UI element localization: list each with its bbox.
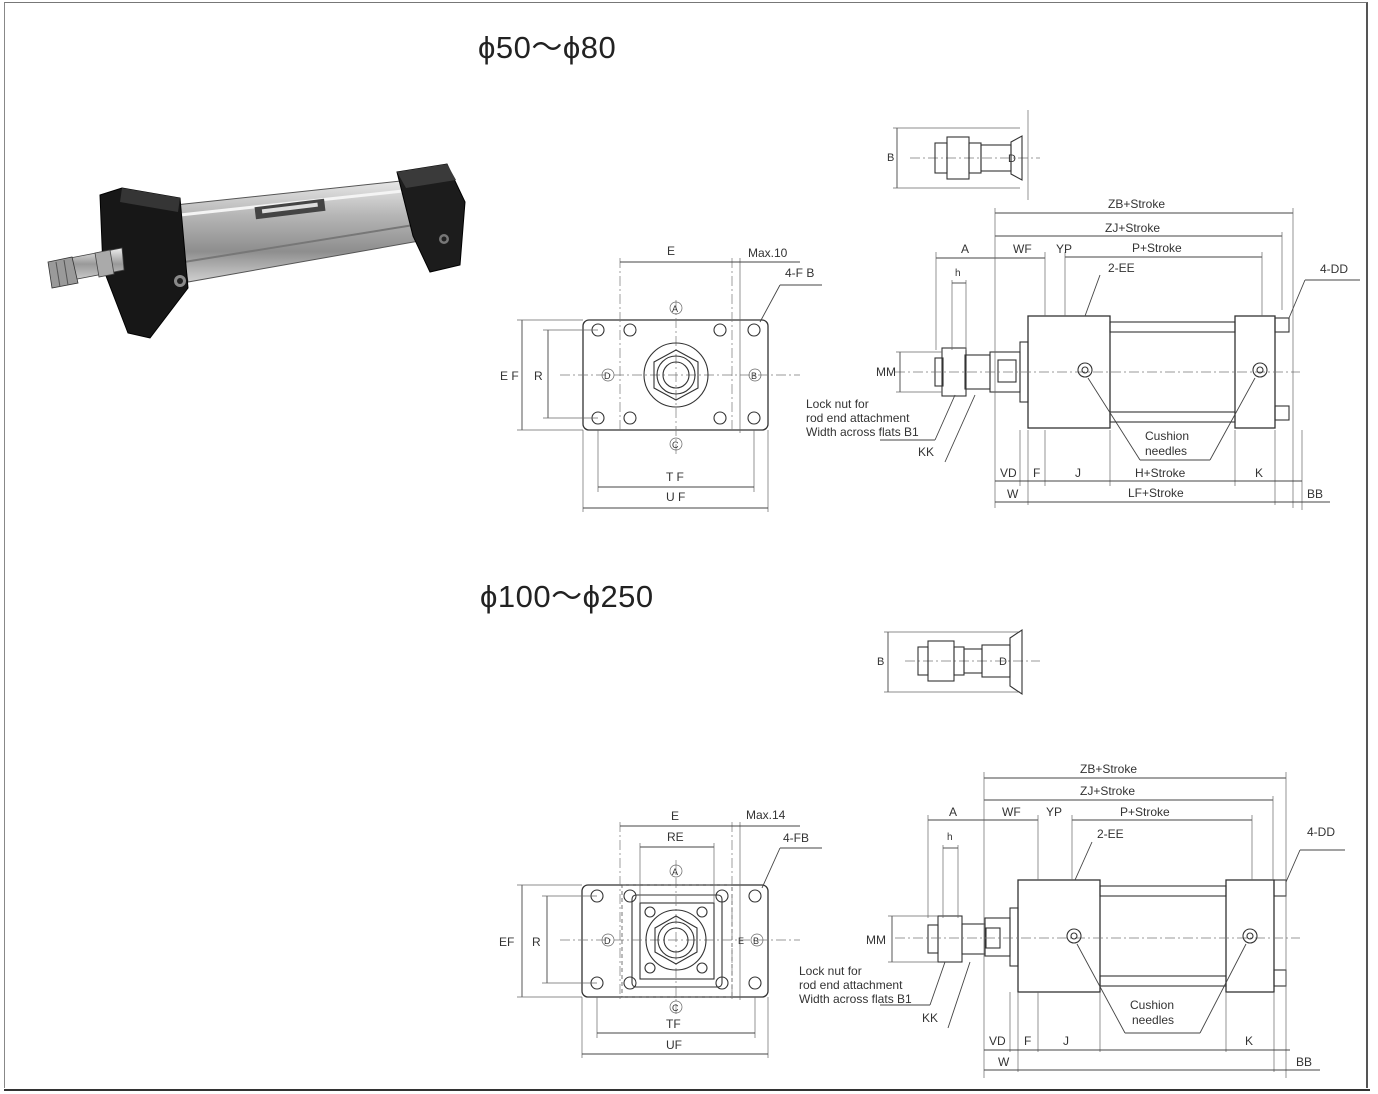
dim-vd: VD: [1000, 466, 1017, 480]
dim-p-2: P+Stroke: [1120, 805, 1170, 819]
locknut-line-2: rod end attachment: [806, 411, 910, 425]
rod-end-detail-large: [884, 628, 1040, 696]
dim-4dd: 4-DD: [1320, 262, 1348, 276]
dim-a: A: [961, 242, 969, 256]
dim-kk: KK: [918, 445, 934, 459]
dim-4dd-2: 4-DD: [1307, 825, 1335, 839]
section-title-large-bore: ϕ100～ϕ250: [480, 579, 654, 614]
port-d: D: [604, 371, 611, 381]
label-r: R: [534, 369, 543, 383]
locknut-line-2-2: rod end attachment: [799, 978, 903, 992]
dim-lf: LF+Stroke: [1128, 486, 1184, 500]
dim-w-2: W: [998, 1055, 1010, 1069]
label-max10: Max.10: [748, 246, 788, 260]
detail-d-2: D: [999, 656, 1007, 668]
front-view-large: [517, 822, 822, 1058]
dim-vd-2: VD: [989, 1034, 1006, 1048]
detail-b: B: [887, 152, 894, 164]
front-view-small: [517, 258, 822, 512]
label-max14: Max.14: [746, 808, 786, 822]
label-uf: U F: [666, 490, 685, 504]
dim-h: h: [955, 268, 961, 279]
label-uf-2: UF: [666, 1038, 682, 1052]
side-view-large: [880, 772, 1345, 1078]
cylinder-product-photo: [47, 163, 466, 339]
dim-yp: YP: [1056, 242, 1072, 256]
front-view-small-labels: E Max.10 4-F B E F R T F U F A C D B: [500, 244, 814, 504]
cushion-label-1-2: Cushion: [1130, 998, 1174, 1012]
dim-k-2: K: [1245, 1034, 1253, 1048]
label-e-2: E: [671, 809, 679, 823]
dim-wf: WF: [1013, 242, 1032, 256]
label-4fb: 4-F B: [785, 266, 814, 280]
dim-h-2: h: [947, 832, 953, 843]
dim-j: J: [1075, 466, 1081, 480]
port-c-2: C: [672, 1003, 679, 1013]
detail-b-2: B: [877, 656, 884, 668]
dim-yp-2: YP: [1046, 805, 1062, 819]
detail-d: D: [1008, 153, 1016, 165]
dim-f: F: [1033, 466, 1040, 480]
label-re: RE: [667, 830, 684, 844]
dim-zb-2: ZB+Stroke: [1080, 762, 1137, 776]
dim-zj-2: ZJ+Stroke: [1080, 784, 1135, 798]
dim-zj: ZJ+Stroke: [1105, 221, 1160, 235]
locknut-line-3: Width across flats B1: [806, 425, 919, 439]
dim-j-2: J: [1063, 1034, 1069, 1048]
dim-f-2: F: [1024, 1034, 1031, 1048]
dim-mm: MM: [876, 365, 896, 379]
rod-end-detail-small: [893, 110, 1040, 200]
locknut-line-1-2: Lock nut for: [799, 964, 862, 978]
page-frame: [4, 2, 1368, 1088]
dim-a-2: A: [949, 805, 957, 819]
port-e-2: E: [738, 936, 744, 946]
label-ef-2: EF: [499, 935, 514, 949]
rod-end-detail-small-labels: B D: [887, 152, 1016, 165]
dim-kk-2: KK: [922, 1011, 938, 1025]
locknut-line-3-2: Width across flats B1: [799, 992, 912, 1006]
label-4fb-2: 4-FB: [783, 831, 809, 845]
front-view-large-labels: E RE Max.14 4-FB EF R TF UF A C D E B: [499, 808, 809, 1052]
dim-2ee: 2-EE: [1108, 261, 1135, 275]
port-a-2: A: [672, 867, 678, 877]
dim-2ee-2: 2-EE: [1097, 827, 1124, 841]
dim-k: K: [1255, 466, 1263, 480]
label-e: E: [667, 244, 675, 258]
cushion-label-2: needles: [1145, 444, 1187, 458]
dim-mm-2: MM: [866, 933, 886, 947]
locknut-line-1: Lock nut for: [806, 397, 869, 411]
cushion-label-1: Cushion: [1145, 429, 1189, 443]
dim-bb-2: BB: [1296, 1055, 1312, 1069]
bottom-rule: [4, 1089, 1370, 1091]
dim-h-stroke: H+Stroke: [1135, 466, 1186, 480]
dim-w: W: [1007, 487, 1019, 501]
cushion-label-2-2: needles: [1132, 1013, 1174, 1027]
section-title-small-bore: ϕ50～ϕ80: [478, 30, 617, 65]
dim-wf-2: WF: [1002, 805, 1021, 819]
rod-end-detail-large-labels: B D: [877, 656, 1007, 668]
label-tf-2: TF: [666, 1017, 681, 1031]
label-tf: T F: [666, 470, 684, 484]
label-ef: E F: [500, 369, 519, 383]
port-a: A: [672, 304, 678, 314]
side-view-small: [880, 208, 1360, 510]
port-b: B: [751, 371, 757, 381]
side-view-small-labels: ZB+Stroke ZJ+Stroke P+Stroke A WF YP 2-E…: [806, 197, 1348, 501]
dim-zb: ZB+Stroke: [1108, 197, 1165, 211]
port-d-2: D: [604, 936, 611, 946]
dim-bb: BB: [1307, 487, 1323, 501]
label-r-2: R: [532, 935, 541, 949]
side-view-large-labels: ZB+Stroke ZJ+Stroke P+Stroke A WF YP 2-E…: [799, 762, 1335, 1069]
port-c: C: [672, 440, 679, 450]
dim-p: P+Stroke: [1132, 241, 1182, 255]
port-b-2: B: [753, 936, 759, 946]
